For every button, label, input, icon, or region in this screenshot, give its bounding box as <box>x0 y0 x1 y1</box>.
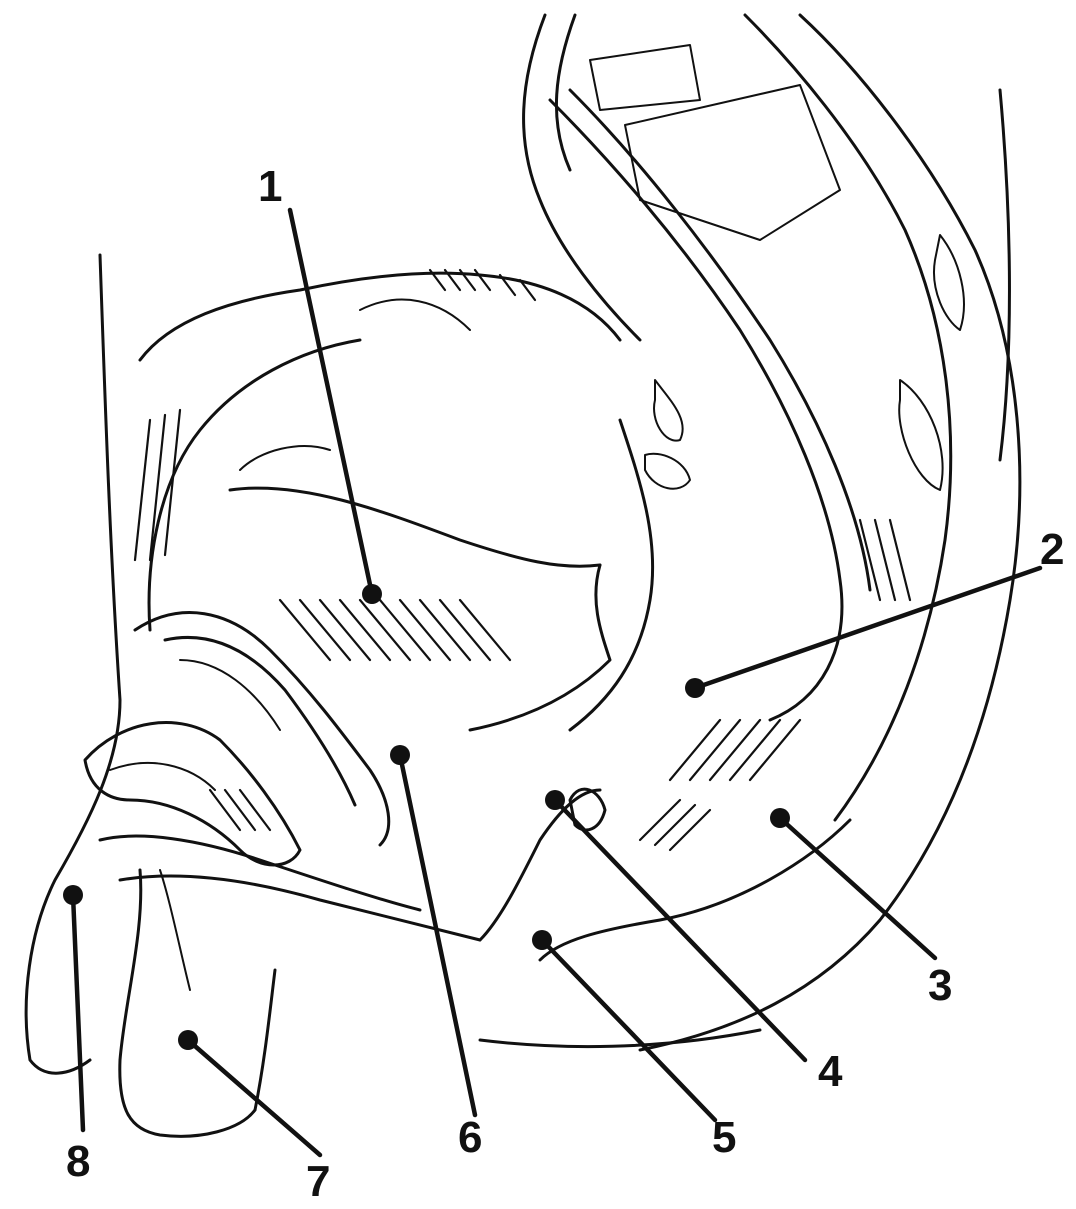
label-8: 8 <box>66 1140 90 1184</box>
dot-5 <box>532 930 552 950</box>
label-3: 3 <box>928 964 952 1008</box>
pubic-bone-outline <box>85 723 300 865</box>
leader-line-3 <box>780 818 935 958</box>
uterus-outline <box>140 273 620 730</box>
sacrum-outline <box>524 15 1020 1050</box>
label-2: 2 <box>1040 528 1064 572</box>
dot-7 <box>178 1030 198 1050</box>
leader-lines <box>63 210 1040 1155</box>
dot-4 <box>545 790 565 810</box>
dot-2 <box>685 678 705 698</box>
label-7: 7 <box>306 1160 330 1204</box>
dot-3 <box>770 808 790 828</box>
rectum-outline <box>550 90 870 730</box>
dot-1 <box>362 584 382 604</box>
label-1: 1 <box>258 165 282 209</box>
leader-line-1 <box>290 210 372 594</box>
leader-line-8 <box>73 895 83 1130</box>
dot-6 <box>390 745 410 765</box>
dot-8 <box>63 885 83 905</box>
leader-line-5 <box>542 940 715 1120</box>
label-5: 5 <box>712 1116 736 1160</box>
labia-outline <box>26 255 275 1136</box>
label-6: 6 <box>458 1116 482 1160</box>
label-4: 4 <box>818 1050 842 1094</box>
bladder-outline <box>135 613 389 845</box>
leader-line-2 <box>695 568 1040 688</box>
leader-line-7 <box>188 1040 320 1155</box>
